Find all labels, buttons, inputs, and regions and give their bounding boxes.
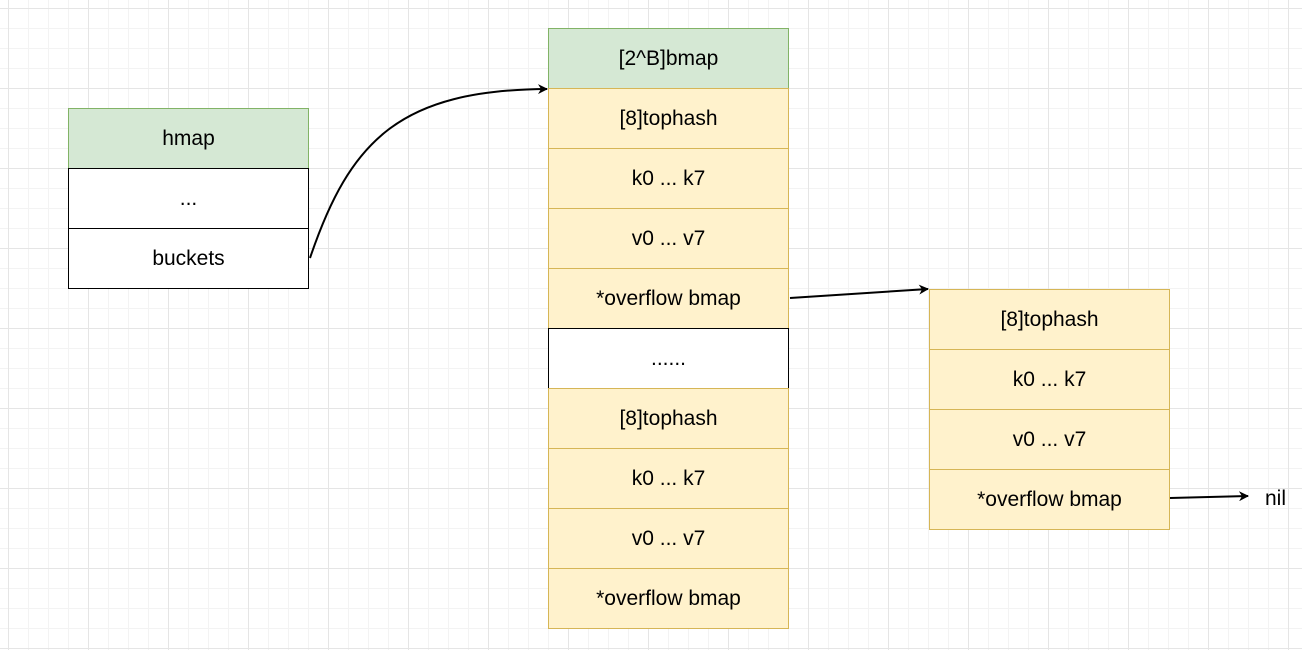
hmap-field-buckets-label: buckets: [152, 246, 225, 270]
overflow-keys[interactable]: k0 ... k7: [929, 349, 1170, 410]
overflow-overflow-pointer[interactable]: *overflow bmap: [929, 469, 1170, 530]
bucketN-values-label: v0 ... v7: [631, 526, 706, 550]
bucketN-tophash[interactable]: [8]tophash: [548, 388, 789, 449]
buckets-pointer-arrow: [309, 84, 548, 259]
bucket0-overflow-label: *overflow bmap: [596, 286, 741, 310]
bucketN-tophash-label: [8]tophash: [619, 406, 718, 430]
nil-pointer-arrow: [1169, 491, 1249, 502]
hmap-field-buckets[interactable]: buckets: [68, 228, 309, 289]
hmap-title: hmap: [162, 126, 215, 150]
overflow-tophash-label: [8]tophash: [1000, 307, 1099, 331]
overflow-pointer-arrow: [789, 284, 929, 299]
bucketN-overflow-pointer[interactable]: *overflow bmap: [548, 568, 789, 629]
overflow-tophash[interactable]: [8]tophash: [929, 289, 1170, 350]
hmap-header[interactable]: hmap: [68, 108, 309, 169]
buckets-ellipsis[interactable]: ......: [548, 328, 789, 389]
bucket0-keys[interactable]: k0 ... k7: [548, 148, 789, 209]
bucketN-overflow-label: *overflow bmap: [596, 586, 741, 610]
bucketN-keys-label: k0 ... k7: [631, 466, 706, 490]
overflow-overflow-label: *overflow bmap: [977, 487, 1122, 511]
nil-label: nil: [1265, 487, 1287, 510]
buckets-ellipsis-label: ......: [650, 346, 686, 370]
overflow-keys-label: k0 ... k7: [1012, 367, 1087, 391]
buckets-array-title: [2^B]bmap: [618, 46, 719, 70]
bucket0-tophash[interactable]: [8]tophash: [548, 88, 789, 149]
overflow-values-label: v0 ... v7: [1012, 427, 1087, 451]
bucket0-overflow-pointer[interactable]: *overflow bmap: [548, 268, 789, 329]
bucketN-values[interactable]: v0 ... v7: [548, 508, 789, 569]
bucket0-tophash-label: [8]tophash: [619, 106, 718, 130]
bucketN-keys[interactable]: k0 ... k7: [548, 448, 789, 509]
bucket0-values[interactable]: v0 ... v7: [548, 208, 789, 269]
bucket0-keys-label: k0 ... k7: [631, 166, 706, 190]
hmap-field-ellipsis-label: ...: [179, 186, 198, 210]
overflow-values[interactable]: v0 ... v7: [929, 409, 1170, 470]
bucket0-values-label: v0 ... v7: [631, 226, 706, 250]
